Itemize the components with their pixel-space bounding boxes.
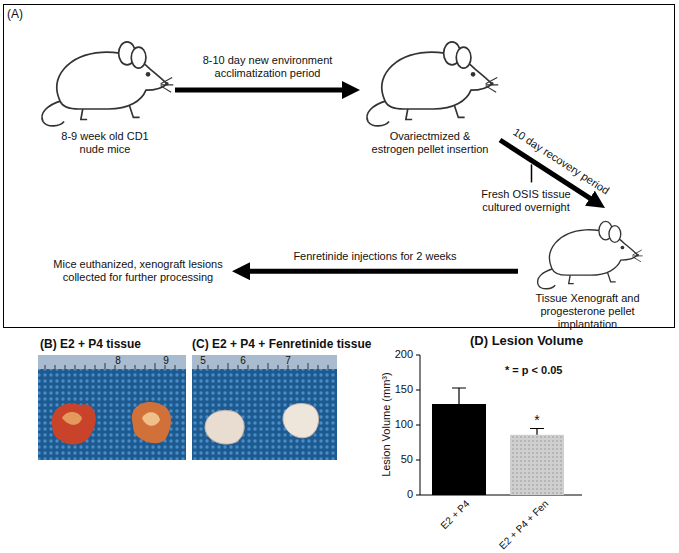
process-arrow <box>246 269 518 274</box>
panel-title: (D) Lesion Volume <box>470 333 583 349</box>
edge-label: Fenretinide injections for 2 weeks <box>293 250 456 263</box>
mouse-step: Mice euthanized, xenograft lesions colle… <box>48 258 228 284</box>
photo-b <box>38 355 186 460</box>
illustration-space <box>35 25 175 130</box>
step-caption: Ovariectmized & estrogen pellet insertio… <box>370 130 490 156</box>
significance-star: * <box>534 412 539 429</box>
panel-letter: (A) <box>7 7 23 21</box>
mouse-illustrations <box>42 42 643 289</box>
mouse-step: 8-9 week old CD1 nude mice <box>35 25 175 156</box>
edge-label: 10 day recovery period <box>510 125 611 197</box>
tick-label: 100 <box>395 418 413 431</box>
ruler-number: 8 <box>115 355 121 367</box>
bar <box>510 435 564 495</box>
step-caption: 8-9 week old CD1 nude mice <box>49 130 161 156</box>
ruler-number: 5 <box>200 355 206 367</box>
tick-label: 200 <box>395 348 413 361</box>
mouse-icon <box>538 221 643 288</box>
step-caption: Tissue Xenograft and progesterone pellet… <box>523 292 653 332</box>
panel-title: (C) E2 + P4 + Fenretinide tissue <box>192 337 371 351</box>
axis-title: Lesion Volume (mm³) <box>379 373 392 478</box>
category-label: E2 + P4 <box>439 498 473 532</box>
mouse-step: Ovariectmized & estrogen pellet insertio… <box>360 25 500 156</box>
tick-label: 150 <box>395 383 413 396</box>
leader-line <box>531 164 533 182</box>
step-caption: Mice euthanized, xenograft lesions colle… <box>48 258 228 284</box>
ruler-number: 7 <box>285 355 291 367</box>
process-arrow <box>175 88 346 93</box>
significance-note: * = p < 0.05 <box>505 364 562 377</box>
edge-label: 8-10 day new environment acclimatization… <box>185 54 350 80</box>
photo-c <box>192 355 337 460</box>
mouse-step: Tissue Xenograft and progesterone pellet… <box>520 208 655 332</box>
ruler-number: 9 <box>163 355 169 367</box>
category-label: E2 + P4 + Fen <box>496 498 550 552</box>
tick-label: 0 <box>407 488 413 501</box>
illustration-space <box>520 208 655 292</box>
mouse-icon <box>367 42 498 126</box>
mouse-icon <box>42 42 173 126</box>
bar-chart <box>416 355 582 495</box>
ruler-number: 6 <box>240 355 246 367</box>
bar <box>432 404 486 495</box>
tick-label: 50 <box>401 453 413 466</box>
panel-title: (B) E2 + P4 tissue <box>40 337 141 351</box>
illustration-space <box>360 25 500 130</box>
process-note: Fresh OSIS tissue cultured overnight <box>467 188 585 214</box>
